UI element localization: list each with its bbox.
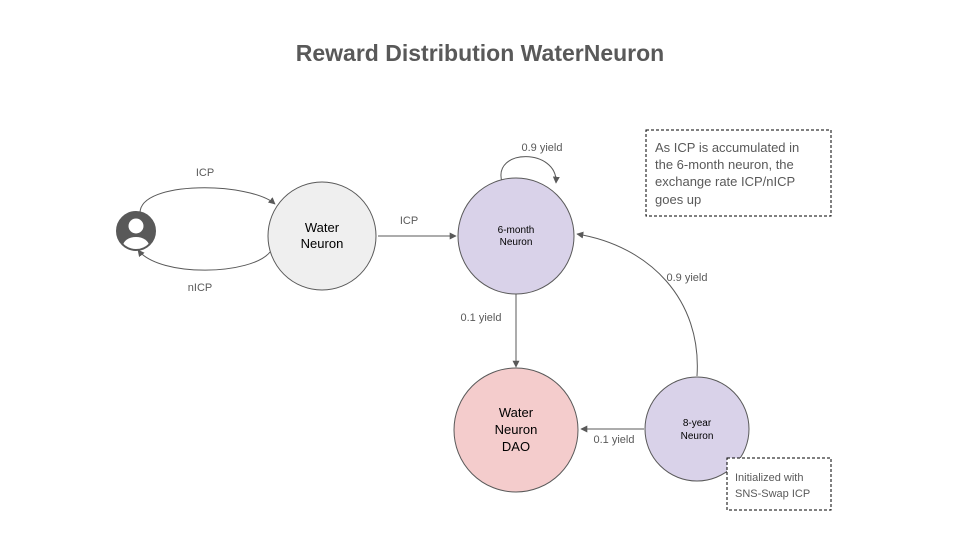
dao-label-line3: DAO <box>502 439 530 454</box>
edge-eight-year-to-six-month <box>576 231 698 377</box>
initialized-note-line1: Initialized with <box>735 472 803 484</box>
water-neuron-label-line1: Water <box>305 220 340 235</box>
edge-user-to-water-neuron <box>139 187 276 214</box>
six-month-label-line1: 6-month <box>498 225 535 236</box>
water-neuron-dao-node: Water Neuron DAO <box>453 367 579 493</box>
diagram-title: Reward Distribution WaterNeuron <box>296 40 664 66</box>
edge-water-neuron-to-user <box>137 249 271 271</box>
dao-label-line2: Neuron <box>495 422 538 437</box>
eight-year-label-line2: Neuron <box>681 431 714 442</box>
exchange-rate-note: As ICP is accumulated in the 6-month neu… <box>645 129 832 217</box>
six-month-neuron-node: 6-month Neuron <box>457 177 575 295</box>
water-neuron-node: Water Neuron <box>267 181 377 291</box>
dao-label-line1: Water <box>499 405 534 420</box>
exchange-rate-note-line4: goes up <box>655 192 701 207</box>
initialized-note-line2: SNS-Swap ICP <box>735 488 810 500</box>
edge-label-six-to-dao-yield: 0.1 yield <box>461 312 502 324</box>
six-month-label-line2: Neuron <box>500 237 533 248</box>
edge-label-eight-to-six-yield: 0.9 yield <box>667 272 708 284</box>
exchange-rate-note-line2: the 6-month neuron, the <box>655 157 794 172</box>
eight-year-neuron-node: 8-year Neuron <box>644 376 750 482</box>
water-neuron-label-line2: Neuron <box>301 236 344 251</box>
edge-six-month-self-loop <box>500 156 560 184</box>
eight-year-label-line1: 8-year <box>683 418 712 429</box>
edge-label-icp-in: ICP <box>196 167 214 179</box>
edge-label-six-month-yield: 0.9 yield <box>522 142 563 154</box>
edge-label-eight-to-dao-yield: 0.1 yield <box>594 434 635 446</box>
user-avatar-icon <box>116 211 156 251</box>
edge-label-icp-to-six-month: ICP <box>400 215 418 227</box>
initialized-note: Initialized with SNS-Swap ICP <box>726 457 832 511</box>
exchange-rate-note-line3: exchange rate ICP/nICP <box>655 174 795 189</box>
edge-label-nicp-out: nICP <box>188 282 212 294</box>
exchange-rate-note-line1: As ICP is accumulated in <box>655 140 799 155</box>
